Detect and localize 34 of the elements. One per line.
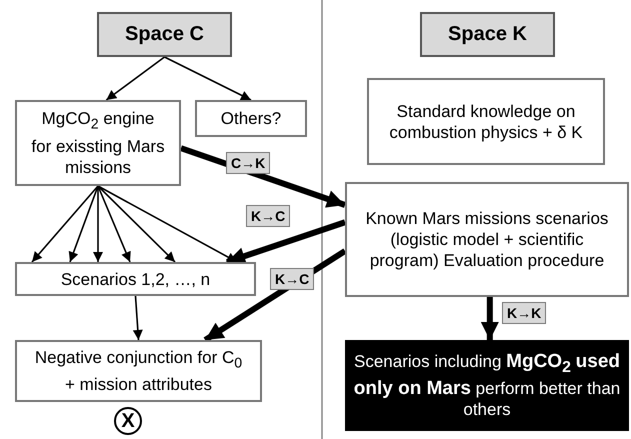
process-box [195,100,307,137]
process-box [367,78,605,165]
arrow [180,145,346,208]
arrow [93,186,103,262]
node-text: Standard knowledge on combustion physics + δ K [388,100,584,142]
crossed-circle-symbol: X [114,407,142,435]
node-text: Space C [125,24,204,45]
process-box [15,340,262,402]
space-header-box [97,12,232,57]
node-text: Known Mars missions scenarios (logistic model + scientific program) Evaluation procedure [364,208,610,271]
edge-label: C→K [226,152,270,174]
node-text: Scenarios 1,2, …, n [60,268,210,290]
process-box [345,182,629,297]
node-text: Negative conjunction for C$_{0}$ + mission attributes [34,346,244,396]
result-box [345,340,629,431]
arrow [97,185,176,263]
arrow [68,186,99,262]
process-box [15,262,256,296]
edge-label: K→C [246,205,290,227]
arrow [226,219,346,265]
arrow [31,185,99,263]
arrow [106,56,165,101]
node-text: MgCO$_{2}$ engine for exissting Mars missions [30,108,166,178]
process-box [15,100,181,186]
edge-label: K→C [270,268,314,290]
edge-label: K→K [502,302,546,324]
space-header-box [420,12,555,57]
node-text: Space K [448,24,527,45]
arrow [480,297,499,340]
arrow [97,186,131,262]
arrow [132,296,143,340]
node-text: Others? [220,108,282,129]
arrow [164,56,252,101]
node-text: Scenarios including MgCO$_{2}$ used only on Mars perform better than others [352,351,622,420]
